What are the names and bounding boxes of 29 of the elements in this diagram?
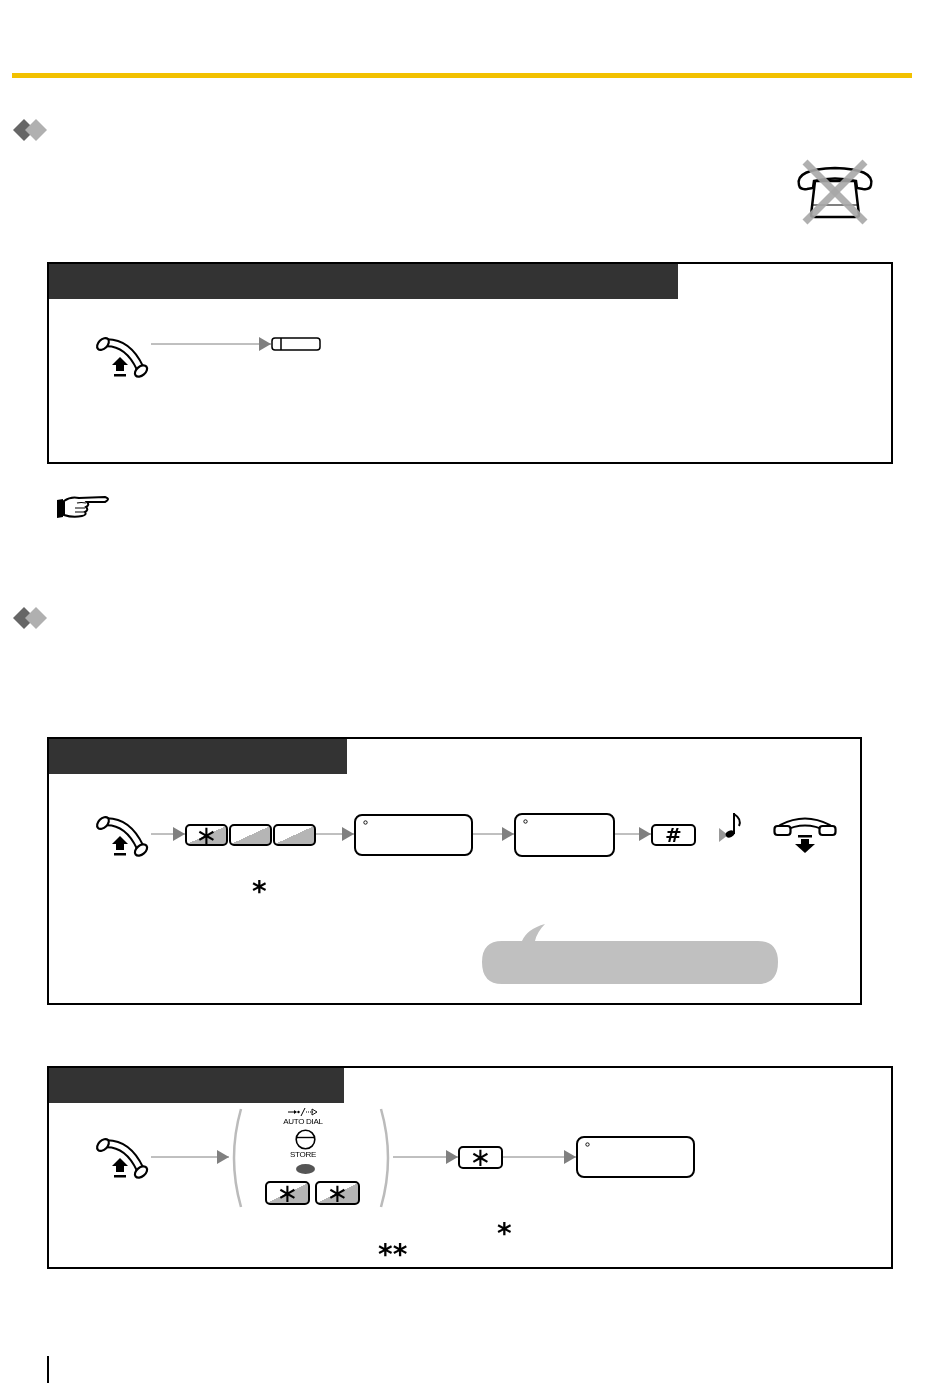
arrow xyxy=(472,827,515,841)
rounded-box xyxy=(354,814,473,856)
rounded-box xyxy=(576,1136,695,1178)
procedure-panel xyxy=(47,262,893,464)
key-label: AUTO DIAL xyxy=(283,1117,323,1126)
handset-down-icon xyxy=(773,816,837,853)
flat-key xyxy=(271,337,321,351)
keypad-key: ∗ xyxy=(185,824,228,846)
note-mark: * xyxy=(252,880,267,904)
blank-key xyxy=(273,824,316,846)
arrow xyxy=(150,337,272,351)
rounded-box xyxy=(514,813,615,857)
keypad-key: ∗ xyxy=(315,1181,360,1205)
arrow xyxy=(392,1150,459,1164)
keypad-key: ∗ xyxy=(265,1181,310,1205)
keypad-key: # xyxy=(651,824,696,846)
arrow xyxy=(150,827,186,841)
procedure-panel xyxy=(47,737,862,1005)
procedure-panel xyxy=(47,1066,893,1269)
arrow xyxy=(502,1150,577,1164)
speech-bubble xyxy=(482,924,778,984)
arrow xyxy=(315,827,355,841)
blank-key xyxy=(229,824,272,846)
arrow xyxy=(614,827,652,841)
keypad-key: ∗ xyxy=(458,1146,503,1169)
arrow xyxy=(150,1150,230,1164)
note-mark: * xyxy=(497,1222,512,1246)
note-mark: ** xyxy=(378,1243,408,1267)
key-label: STORE xyxy=(290,1150,316,1159)
